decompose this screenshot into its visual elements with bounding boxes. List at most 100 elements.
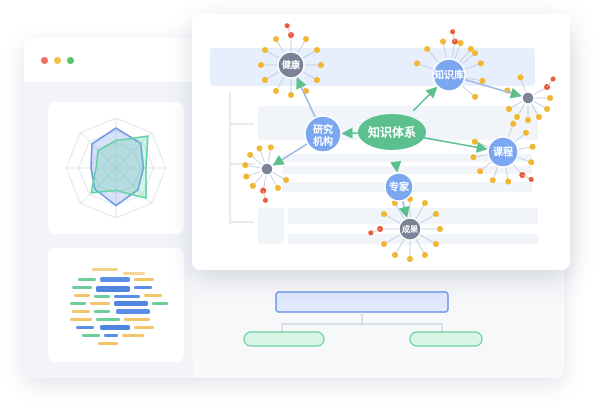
node-results[interactable]: 成果 (398, 217, 422, 241)
leaf-node[interactable] (381, 211, 388, 217)
hub-top-right[interactable] (521, 91, 535, 105)
leaf-node[interactable] (424, 45, 431, 52)
leaf-node[interactable] (517, 74, 524, 81)
leaf-node[interactable] (472, 50, 479, 57)
knowledge-graph-window: 知识体系 健康知识库研究机构课程专家成果 (192, 14, 570, 270)
edge-center-n_course (421, 136, 488, 153)
leaf-node[interactable] (450, 29, 456, 35)
leaf-node[interactable] (514, 114, 520, 121)
leaf-node[interactable] (318, 62, 324, 68)
leaf-node[interactable] (422, 251, 428, 258)
edge-n_knowledge_base-h1 (464, 78, 522, 99)
leaf-node[interactable] (262, 197, 268, 203)
leaf-node[interactable] (283, 177, 290, 183)
flow-box-left[interactable] (243, 331, 325, 347)
word-cloud-card (48, 248, 184, 362)
leaf-node[interactable] (262, 77, 269, 83)
radar-chart (65, 117, 167, 219)
leaf-node[interactable] (505, 106, 512, 112)
leaf-node[interactable] (471, 138, 478, 145)
leaf-node[interactable] (440, 38, 447, 45)
edge-n_expert-n_results (398, 200, 410, 218)
node-expert[interactable]: 专家 (384, 172, 414, 202)
leaf-node[interactable] (536, 114, 542, 121)
flow-box-right[interactable] (409, 331, 483, 347)
leaf-node[interactable] (479, 77, 486, 84)
radar-axis (80, 167, 117, 204)
close-dot[interactable] (41, 57, 48, 64)
radar-series-2 (90, 135, 149, 200)
node-health-label: 健康 (282, 59, 301, 71)
leaf-node[interactable] (529, 143, 536, 150)
radar-chart-card (48, 102, 184, 234)
word-cloud-words (70, 268, 168, 345)
leaf-node[interactable] (472, 93, 479, 100)
flow-connector (281, 312, 443, 332)
node-course-label: 课程 (493, 146, 513, 159)
leaf-node[interactable] (249, 182, 256, 189)
leaf-node[interactable] (467, 45, 474, 52)
node-center-knowledge-system[interactable]: 知识体系 (358, 114, 426, 150)
leaf-node[interactable] (256, 145, 263, 152)
leaf-node[interactable] (243, 173, 250, 180)
leaf-node[interactable] (547, 95, 553, 101)
leaf-node[interactable] (528, 177, 534, 183)
leaf-node[interactable] (273, 87, 279, 94)
leaf-node[interactable] (470, 154, 477, 161)
flowchart-area (192, 270, 558, 362)
leaf-node[interactable] (505, 178, 512, 185)
leaf-node[interactable] (422, 200, 428, 207)
leaf-node[interactable] (288, 92, 294, 98)
leaf-node[interactable] (273, 36, 279, 43)
word-cloud (70, 268, 168, 345)
node-course[interactable]: 课程 (487, 136, 519, 168)
leaf-node[interactable] (550, 76, 556, 82)
radar-axis (115, 132, 152, 169)
leaf-node[interactable] (247, 151, 254, 158)
leaf-node[interactable] (432, 211, 439, 217)
node-research-institution-label: 研究 (313, 123, 333, 136)
leaf-node[interactable] (544, 106, 551, 112)
leaf-node[interactable] (407, 256, 413, 262)
leaf-node[interactable] (437, 226, 443, 232)
leaf-node[interactable] (313, 77, 320, 83)
edge-n_research-h2 (272, 142, 309, 166)
leaf-node[interactable] (275, 185, 281, 192)
maximize-dot[interactable] (67, 57, 74, 64)
leaf-node[interactable] (284, 23, 290, 29)
leaf-node[interactable] (381, 241, 388, 247)
leaf-node[interactable] (525, 117, 531, 123)
leaf-node[interactable] (477, 168, 484, 175)
leaf-node[interactable] (528, 159, 535, 166)
edge-center-n_expert (390, 160, 402, 173)
leaf-node[interactable] (457, 40, 464, 47)
leaf-node[interactable] (267, 144, 274, 151)
edge-n_research-n_health (296, 77, 317, 119)
leaf-node[interactable] (313, 47, 320, 53)
node-center-knowledge-system-label: 知识体系 (367, 124, 416, 139)
leaf-node[interactable] (432, 241, 439, 247)
hub-left[interactable] (260, 162, 274, 176)
leaf-node[interactable] (303, 36, 309, 43)
flow-box-root[interactable] (275, 291, 449, 313)
leaf-node[interactable] (489, 177, 496, 184)
leaf-node[interactable] (368, 230, 374, 236)
node-results-label: 成果 (402, 224, 418, 234)
node-health[interactable]: 健康 (277, 51, 305, 79)
node-expert-label: 专家 (389, 181, 410, 194)
flowchart (243, 291, 483, 347)
leaf-node[interactable] (510, 120, 517, 127)
leaf-node[interactable] (258, 62, 264, 68)
leaf-node[interactable] (522, 129, 529, 136)
edge-center-n_knowledge_base (412, 86, 438, 112)
minimize-dot[interactable] (54, 57, 61, 64)
leaf-node[interactable] (262, 47, 269, 53)
leaf-node[interactable] (242, 162, 249, 169)
leaf-node[interactable] (414, 60, 421, 67)
leaf-node[interactable] (477, 60, 484, 67)
leaf-node[interactable] (392, 251, 398, 258)
node-knowledge-base-label: 知识库 (433, 69, 464, 82)
node-knowledge-base[interactable]: 知识库 (432, 58, 466, 92)
